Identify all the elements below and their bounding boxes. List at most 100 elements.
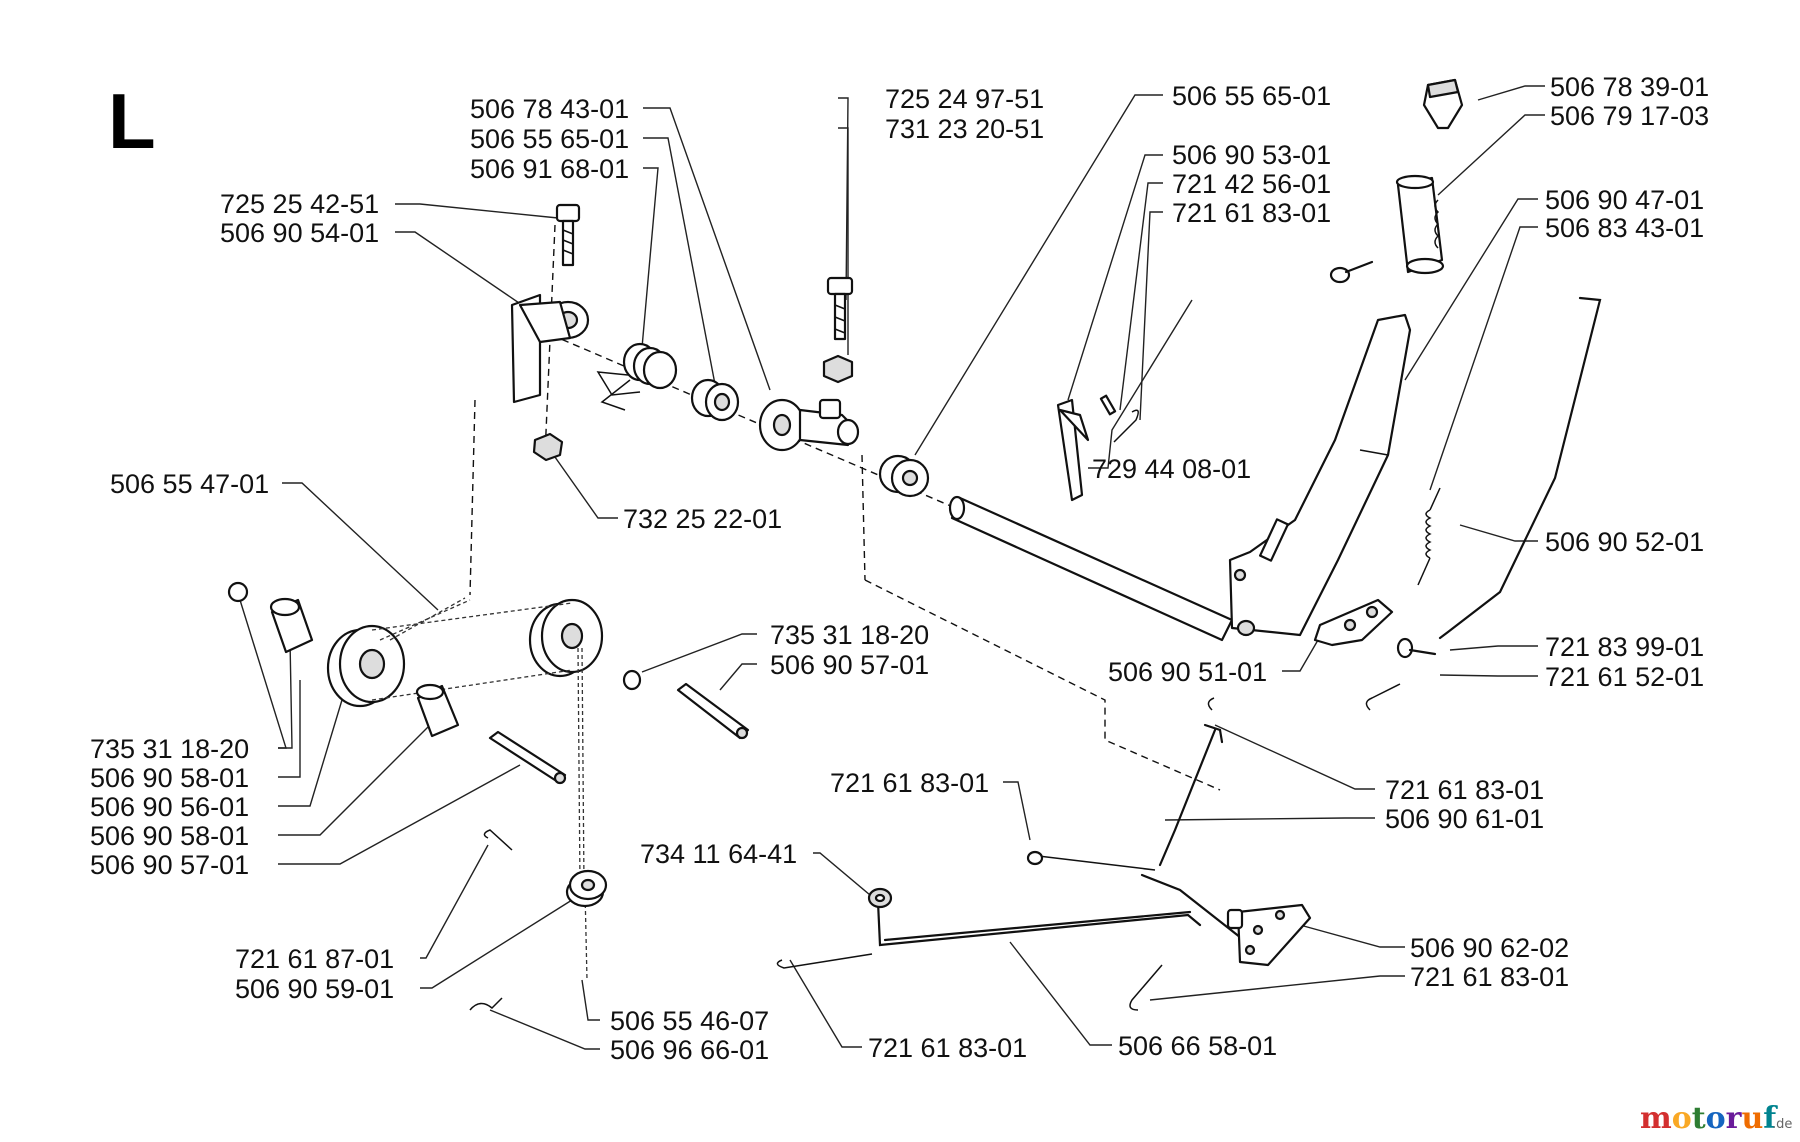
extension-spring	[1417, 487, 1441, 586]
label-p38: 506 55 46-07	[610, 1006, 769, 1036]
label-p09: 506 90 53-01	[1172, 140, 1331, 170]
bolt-top-left	[555, 203, 581, 267]
label-p19: 506 90 52-01	[1545, 527, 1704, 557]
label-p04: 725 25 42-51	[220, 189, 379, 219]
label-p33: 734 11 64-41	[640, 839, 797, 869]
handle-lever	[1228, 313, 1412, 637]
spacer-left	[269, 597, 314, 654]
label-p06: 725 24 97-51	[885, 84, 1044, 114]
label-p40: 721 61 83-01	[868, 1033, 1027, 1063]
label-p03: 506 91 68-01	[470, 154, 629, 184]
shaft-pin-lever	[1056, 398, 1090, 502]
crank-rod-top	[1203, 723, 1224, 744]
label-p15: 506 83 43-01	[1545, 213, 1704, 243]
cotter-pin-lower-left	[483, 829, 513, 851]
leader-lines	[239, 85, 1545, 1050]
watermark-letter: r	[1726, 1101, 1743, 1136]
watermark-letter: o	[1672, 1101, 1692, 1136]
link-plate	[1313, 598, 1394, 647]
label-p01: 506 78 43-01	[470, 94, 629, 124]
bolt-top-middle	[826, 276, 854, 341]
label-p10: 721 42 56-01	[1172, 169, 1331, 199]
label-p26: 506 90 58-01	[90, 763, 249, 793]
crank-rod	[1158, 728, 1217, 867]
lever-arm-hub	[758, 398, 860, 452]
label-p25: 735 31 18-20	[90, 734, 249, 764]
watermark-letter: m	[1640, 1101, 1672, 1136]
label-p27: 506 90 56-01	[90, 792, 249, 822]
pivot-plate	[1226, 903, 1312, 967]
cotter-pin-bottom-right	[1129, 964, 1163, 1011]
label-p20: 735 31 18-20	[770, 620, 929, 650]
label-p02: 506 55 65-01	[470, 124, 629, 154]
control-rod-lower-edge	[883, 910, 1192, 942]
clip-bottom	[469, 997, 503, 1011]
pulley-left	[326, 624, 406, 708]
label-p23: 506 90 51-01	[1108, 657, 1267, 687]
washer-734-11-64-41	[867, 887, 893, 909]
watermark-logo[interactable]: motoruf .de	[1640, 1101, 1792, 1136]
link-lower	[1140, 873, 1252, 947]
e-clip-left	[227, 581, 249, 603]
label-p30: 721 61 83-01	[830, 768, 989, 798]
label-p11: 721 61 83-01	[1172, 198, 1331, 228]
label-p35: 506 90 59-01	[235, 974, 394, 1004]
section-letter: L	[108, 77, 156, 165]
label-p08: 506 55 65-01	[1172, 81, 1331, 111]
watermark-letter: t	[1692, 1101, 1706, 1136]
cotter-pin-right	[1365, 683, 1401, 711]
label-p31: 721 61 83-01	[1385, 775, 1544, 805]
label-p36: 506 90 62-02	[1410, 933, 1569, 963]
bushing-lower	[878, 454, 930, 498]
nut-731-23-20-51	[822, 354, 854, 384]
bolt-721-83-99-01	[1396, 637, 1437, 659]
handle-grip	[1395, 174, 1445, 275]
control-rod-lower	[876, 900, 1202, 947]
label-p34: 721 61 87-01	[235, 944, 394, 974]
label-p14: 506 90 47-01	[1545, 185, 1704, 215]
watermark-tld: .de	[1772, 1117, 1792, 1132]
label-p07: 731 23 20-51	[885, 114, 1044, 144]
label-p39: 506 96 66-01	[610, 1035, 769, 1065]
cotter-pin-mid	[1029, 854, 1156, 871]
label-p37: 721 61 83-01	[1410, 962, 1569, 992]
pin-lower-left	[488, 730, 567, 785]
label-p05: 506 90 54-01	[220, 218, 379, 248]
torsion-spring	[596, 342, 678, 411]
label-p12: 506 78 39-01	[1550, 72, 1709, 102]
watermark-letter: f	[1763, 1101, 1778, 1136]
roll-pin	[1099, 394, 1117, 416]
part-labels: 506 78 43-01 506 55 65-01 506 91 68-01 7…	[90, 72, 1709, 1065]
long-shaft	[948, 495, 1234, 642]
label-p17: 506 55 47-01	[110, 469, 269, 499]
parts-illustration	[227, 78, 1602, 1011]
lower-idler	[565, 869, 608, 908]
bushing-upper	[690, 378, 740, 422]
watermark-letter: u	[1741, 1101, 1763, 1136]
label-p18: 732 25 22-01	[623, 504, 782, 534]
handle-screw	[1329, 260, 1374, 284]
nut-732-25-22-01	[532, 432, 564, 462]
watermark-brand: motoruf	[1640, 1101, 1778, 1136]
pin-head	[1026, 850, 1044, 866]
handle-knob	[1422, 78, 1464, 130]
label-p24: 721 61 52-01	[1545, 662, 1704, 692]
label-p41: 506 66 58-01	[1118, 1031, 1277, 1061]
label-p28: 506 90 58-01	[90, 821, 249, 851]
cotter-pin-mid-right	[1207, 697, 1215, 711]
label-p32: 506 90 61-01	[1385, 804, 1544, 834]
label-p22: 721 83 99-01	[1545, 632, 1704, 662]
spacer-middle	[415, 683, 460, 738]
pulley-right	[528, 598, 604, 678]
label-p29: 506 90 57-01	[90, 850, 249, 880]
label-p13: 506 79 17-03	[1550, 101, 1709, 131]
cotter-pin-lower	[776, 953, 873, 969]
pivot-bracket	[510, 293, 590, 404]
pin-right-pulley	[622, 669, 750, 740]
cotter-pin-top	[1113, 409, 1139, 443]
label-p16: 729 44 08-01	[1092, 454, 1251, 484]
control-rod-right	[1438, 296, 1602, 640]
watermark-letter: o	[1706, 1101, 1726, 1136]
